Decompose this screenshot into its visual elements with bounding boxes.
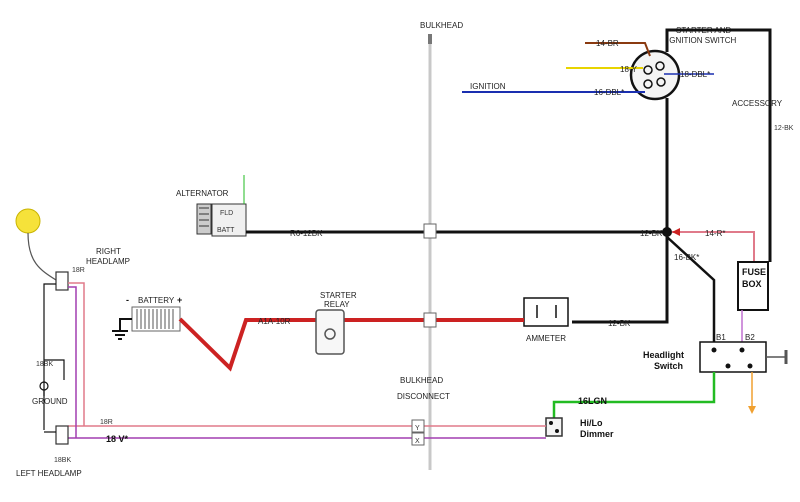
disconnect-label: DISCONNECT xyxy=(397,392,450,401)
ground-icon xyxy=(39,381,49,396)
wire-14br-label: 14-BR xyxy=(596,39,619,48)
bulkhead-connector-2 xyxy=(423,312,437,328)
wire-14r-arrow xyxy=(672,228,680,236)
right-headlamp-label-1: RIGHT xyxy=(96,247,121,256)
bulkhead-connector-y xyxy=(411,419,425,433)
wire-16bk xyxy=(666,236,716,342)
bulkhead-top-label: BULKHEAD xyxy=(420,21,463,30)
starter-relay-label-2: RELAY xyxy=(324,300,350,309)
wire-18bk-right xyxy=(44,359,65,380)
left-headlamp xyxy=(55,425,69,445)
right-headlamp xyxy=(55,271,69,291)
wire-18y-label: 18-Y xyxy=(620,65,638,74)
switch-contact-b2 xyxy=(739,347,745,353)
wire-18r-lower-label: 18R xyxy=(100,419,113,426)
wire-orange-arrow xyxy=(748,406,756,414)
dimmer-label-2: Dimmer xyxy=(580,429,614,439)
headlight-switch-label-2: Switch xyxy=(654,361,683,371)
starter-relay-label-1: STARTER xyxy=(320,291,357,300)
left-headlamp-label: LEFT HEADLAMP xyxy=(16,469,82,478)
starter-relay xyxy=(315,309,345,355)
wire-12bk-ammeter-label: 12-BK xyxy=(608,319,631,328)
wire-12bk-acc-label: 12-BK xyxy=(774,125,794,132)
wire-18dbl-label: 18-DBL* xyxy=(680,70,710,79)
wire-16dbl-label: 16-DBL* xyxy=(594,88,624,97)
switch-contact-b1 xyxy=(711,347,717,353)
dimmer-switch xyxy=(545,417,563,437)
wire-r6-label: R6-12BK xyxy=(290,229,323,238)
wire-14r-label: 14-R* xyxy=(705,229,725,238)
wire-16lgn xyxy=(552,372,716,418)
terminal-y-label: Y xyxy=(415,425,420,432)
bulkhead-connector-1 xyxy=(423,223,437,239)
alternator xyxy=(196,203,247,237)
headlight-switch-label-1: Headlight xyxy=(643,350,684,360)
wire-18v-label: 18 V* xyxy=(106,434,129,444)
wire-14br xyxy=(585,42,651,57)
wire-18bk-left-label: 18BK xyxy=(54,457,71,464)
battery-ground-icon xyxy=(112,318,132,340)
headlight-switch xyxy=(699,341,767,373)
wire-junction-ammeter xyxy=(572,232,669,324)
wire-12bk-junction-label: 12-BK xyxy=(640,229,663,238)
wire-16bk-label: 16-BK* xyxy=(674,253,699,262)
wire-ground-main xyxy=(43,283,56,430)
bulkhead-bottom-label: BULKHEAD xyxy=(400,376,443,385)
fuse-box-label-2: BOX xyxy=(742,279,762,289)
terminal-x-label: X xyxy=(415,438,420,445)
accessory-label: ACCESSORY xyxy=(732,99,783,108)
starter-relay-terminal xyxy=(324,328,336,340)
switch-contact-2 xyxy=(747,363,753,369)
wire-a1a xyxy=(178,317,524,372)
bulb-wire xyxy=(27,232,57,281)
bulkhead-connector-x xyxy=(411,432,425,446)
battery xyxy=(131,306,181,332)
bulb-icon xyxy=(15,208,41,234)
ignition-switch xyxy=(629,49,681,101)
wire-18bk-right-label: 18BK xyxy=(36,361,53,368)
battery-label: BATTERY xyxy=(138,296,175,305)
starter-switch-label-2: IGNITION SWITCH xyxy=(667,36,737,45)
right-headlamp-label-2: HEADLAMP xyxy=(86,257,130,266)
wire-18v-right xyxy=(68,286,77,438)
ammeter xyxy=(523,297,569,327)
dimmer-label-1: Hi/Lo xyxy=(580,418,603,428)
wire-18r-label: 18R xyxy=(72,267,85,274)
alternator-batt-label: BATT xyxy=(217,227,235,234)
ammeter-label: AMMETER xyxy=(526,334,566,343)
wire-a1a-label: A1A-10R xyxy=(258,317,291,326)
fuse-box xyxy=(737,261,769,311)
ignition-label: IGNITION xyxy=(470,82,506,91)
ground-label: GROUND xyxy=(32,397,68,406)
alternator-fld-label: FLD xyxy=(220,210,233,217)
fuse-box-label-1: FUSE xyxy=(742,267,766,277)
wire-accessory xyxy=(665,28,772,262)
switch-contact-1 xyxy=(725,363,731,369)
wire-14r xyxy=(672,231,755,262)
terminal-b2-label: B2 xyxy=(745,333,755,342)
wire-16lgn-label: 16LGN xyxy=(578,396,607,406)
battery-plus-label: + xyxy=(177,295,182,305)
wire-18r-right xyxy=(68,282,85,426)
terminal-b1-label: B1 xyxy=(716,333,726,342)
alternator-label: ALTERNATOR xyxy=(176,189,229,198)
battery-minus-label: - xyxy=(126,295,129,305)
